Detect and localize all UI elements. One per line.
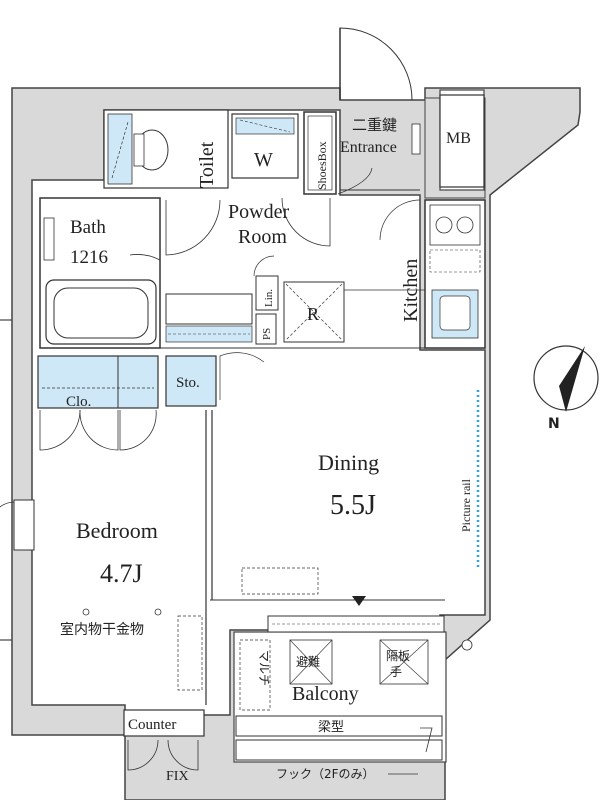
shoes-box: ShoesBox <box>303 111 337 195</box>
bath-label-line1: Bath <box>70 217 106 238</box>
partition-label-line2: 手 <box>390 665 402 679</box>
refrigerator-space: R <box>283 281 345 343</box>
entrance-lock-label: 二重鍵 <box>352 117 397 134</box>
refrigerator-label: R <box>307 304 319 324</box>
balcony: マルチ 避難 隔板 手 Balcony 梁型 <box>235 615 473 761</box>
bath-room: Bath 1216 <box>39 197 161 349</box>
bedroom-size: 4.7J <box>100 559 143 588</box>
indoor-drying-label: 室内物干金物 <box>60 621 144 638</box>
compass: N <box>533 345 599 432</box>
fix-label: FIX <box>166 769 189 784</box>
dining-label: Dining <box>318 450 379 475</box>
dining-size: 5.5J <box>330 490 376 521</box>
linen-closet: Lin. <box>253 255 279 311</box>
storage-label: Sto. <box>176 375 200 391</box>
powder-room: Powder Room <box>165 197 331 343</box>
compass-needle-icon <box>559 346 585 412</box>
kitchen: Kitchen <box>344 199 486 349</box>
bedroom: Bedroom 4.7J 室内物干金物 <box>0 499 203 691</box>
shoes-box-label: ShoesBox <box>315 141 329 190</box>
washer-label: W <box>254 149 273 171</box>
counter-label: Counter <box>128 717 176 733</box>
powder-room-label-line2: Room <box>238 226 287 248</box>
dining-room: Dining 5.5J Picture rail <box>241 390 480 606</box>
counter: Counter <box>123 709 205 771</box>
hook-note: フック（2Fのみ） <box>276 767 375 781</box>
toilet-room: Toilet <box>103 109 229 189</box>
bath-label-line2: 1216 <box>70 247 108 268</box>
storage: Sto. <box>165 352 265 407</box>
toilet-label: Toilet <box>196 141 218 188</box>
multi-sink-label: マルチ <box>257 650 271 686</box>
balcony-label: Balcony <box>292 683 359 705</box>
closet: Clo. <box>37 355 159 451</box>
entrance-label: Entrance <box>340 139 397 156</box>
beam-label: 梁型 <box>318 720 344 735</box>
partition <box>158 347 445 705</box>
compass-north-label: N <box>548 416 560 432</box>
closet-label: Clo. <box>66 394 91 410</box>
meter-box: MB <box>439 94 485 188</box>
picture-rail-label: Picture rail <box>459 478 473 532</box>
entrance: 二重鍵 Entrance <box>337 27 421 195</box>
bedroom-label: Bedroom <box>76 518 158 543</box>
washer-space: W <box>231 113 299 179</box>
pipe-space-label: PS <box>261 328 273 340</box>
evac-hatch-label: 避難 <box>296 654 320 669</box>
walls <box>0 87 581 800</box>
linen-label: Lin. <box>263 289 275 307</box>
meter-box-label: MB <box>446 130 471 147</box>
powder-room-label-line1: Powder <box>228 201 289 223</box>
partition-label-line1: 隔板 <box>386 649 410 663</box>
pipe-space: PS <box>255 313 277 345</box>
